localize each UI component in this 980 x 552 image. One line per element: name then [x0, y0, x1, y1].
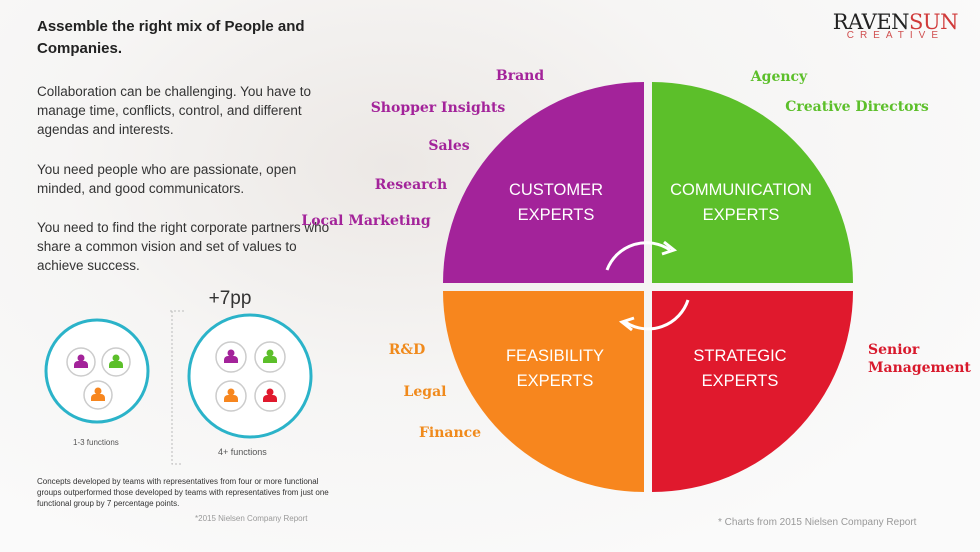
label-senior: Senior: [868, 342, 920, 358]
logo-text-sun: SUN: [909, 10, 958, 34]
logo-subtext: CREATIVE: [846, 30, 944, 41]
quadrant-strategic: [652, 291, 853, 492]
ravensun-logo: RAVENSUN CREATIVE: [832, 10, 959, 41]
delta-label: +7pp: [208, 288, 252, 309]
quadrant-label-strategic: STRATEGIC EXPERTS: [693, 347, 787, 390]
logo-text-raven: RAVEN: [832, 10, 910, 34]
person-icon: [254, 380, 286, 412]
quadrant-customer: [443, 82, 644, 283]
person-icon: [101, 347, 131, 377]
paragraph-3: You need to find the right corporate par…: [37, 220, 330, 273]
paragraph-2: You need people who are passionate, open…: [37, 162, 297, 196]
label-management: Management: [868, 360, 971, 376]
label-sales: Sales: [428, 138, 470, 154]
label-brand: Brand: [495, 68, 545, 84]
label-shopper-insights: Shopper Insights: [370, 100, 506, 116]
large-team-circle: [187, 313, 313, 439]
dotted-bracket: [170, 310, 184, 465]
label-research: Research: [374, 177, 448, 193]
slide-title: Assemble the right mix of People and Com…: [37, 18, 305, 57]
quadrant-feasibility: [443, 291, 644, 492]
cycle-arrows-icon: [605, 240, 690, 332]
quadrant-circle: [443, 82, 853, 492]
person-icon: [254, 341, 286, 373]
label-legal: Legal: [403, 384, 447, 400]
study-source: *2015 Nielsen Company Report: [195, 514, 308, 523]
label-finance: Finance: [418, 425, 482, 441]
quadrant-label-feasibility: FEASIBILITY EXPERTS: [505, 347, 605, 390]
footer-note: * Charts from 2015 Nielsen Company Repor…: [718, 517, 917, 528]
small-team-label: 1-3 functions: [73, 438, 119, 447]
label-rd: R&D: [388, 342, 426, 358]
person-icon: [66, 347, 96, 377]
study-note: Concepts developed by teams with represe…: [37, 477, 329, 508]
person-icon: [215, 341, 247, 373]
label-creative-directors: Creative Directors: [785, 99, 929, 115]
quadrant-label-customer: CUSTOMER EXPERTS: [508, 181, 604, 224]
quadrant-label-communication: COMMUNICATION EXPERTS: [670, 181, 812, 224]
label-agency: Agency: [750, 69, 808, 85]
paragraph-1: Collaboration can be challenging. You ha…: [37, 84, 311, 137]
large-team-label: 4+ functions: [218, 447, 267, 457]
person-icon: [215, 380, 247, 412]
person-icon: [83, 380, 113, 410]
label-local-marketing: Local Marketing: [301, 213, 431, 229]
quadrant-communication: [652, 82, 853, 283]
small-team-circle: [44, 318, 150, 424]
